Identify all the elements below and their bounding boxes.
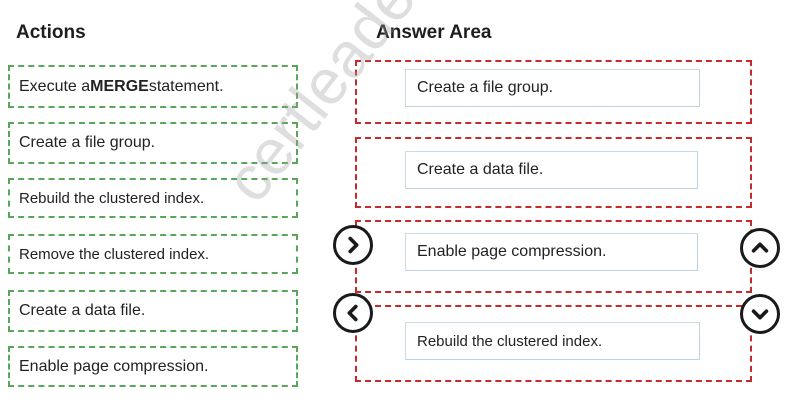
answer-label: Create a data file. <box>417 161 544 178</box>
action-item[interactable]: Execute a MERGE statement. <box>8 65 298 108</box>
chevron-up-icon <box>751 242 769 253</box>
action-item[interactable]: Create a file group. <box>8 122 298 164</box>
action-item[interactable]: Rebuild the clustered index. <box>8 178 298 218</box>
chevron-left-icon <box>347 304 358 322</box>
move-right-button[interactable] <box>333 225 373 265</box>
answer-label: Create a file group. <box>417 79 554 96</box>
action-label: Execute a <box>19 77 91 95</box>
answer-label: Enable page compression. <box>417 243 607 260</box>
action-label: Rebuild the clustered index. <box>19 189 205 207</box>
chevron-right-icon <box>348 236 359 254</box>
move-left-button[interactable] <box>333 293 373 333</box>
answer-slot[interactable] <box>355 305 752 382</box>
action-item[interactable]: Enable page compression. <box>8 346 298 387</box>
move-up-button[interactable] <box>740 228 780 268</box>
action-label: Remove the clustered index. <box>19 245 210 263</box>
action-item[interactable]: Remove the clustered index. <box>8 234 298 274</box>
answer-item[interactable]: Enable page compression. <box>405 233 698 271</box>
answer-item[interactable]: Create a data file. <box>405 151 698 189</box>
move-down-button[interactable] <box>740 294 780 334</box>
action-label-tail: statement. <box>148 77 224 95</box>
actions-heading: Actions <box>16 22 86 43</box>
answer-area-heading: Answer Area <box>376 22 492 43</box>
answer-slot[interactable] <box>355 137 752 208</box>
action-item[interactable]: Create a data file. <box>8 290 298 332</box>
action-label: Enable page compression. <box>19 357 209 375</box>
answer-item[interactable]: Create a file group. <box>405 69 700 107</box>
action-label: Create a file group. <box>19 134 156 151</box>
action-label: Create a data file. <box>19 302 146 319</box>
chevron-down-icon <box>751 309 769 320</box>
answer-slot[interactable] <box>355 60 752 124</box>
answer-item[interactable]: Rebuild the clustered index. <box>405 322 700 360</box>
answer-label: Rebuild the clustered index. <box>417 332 603 350</box>
action-keyword: MERGE <box>90 77 149 95</box>
